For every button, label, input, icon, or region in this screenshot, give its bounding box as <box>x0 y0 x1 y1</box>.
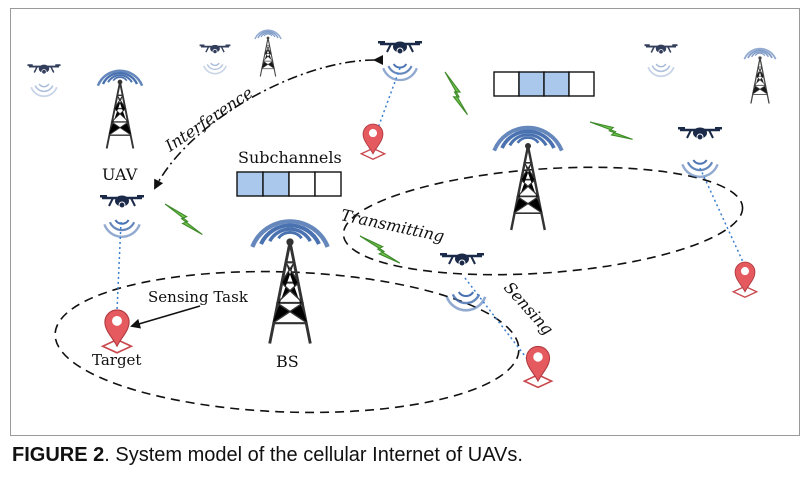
lightning-icon <box>589 120 634 142</box>
signal-waves-icon <box>647 63 675 78</box>
sensing-task-arrow <box>130 305 201 329</box>
sensing-region-ellipse <box>54 270 520 414</box>
sensing-task-label: Sensing Task <box>148 288 249 306</box>
figure-caption: FIGURE 2. System model of the cellular I… <box>12 444 802 476</box>
bs-tower-icon <box>268 236 312 345</box>
lightning-icon <box>432 71 481 116</box>
background-drone-icon <box>643 43 679 55</box>
location-pin-icon <box>523 345 553 389</box>
uav-label: UAV <box>102 165 138 184</box>
drone-target-link <box>699 167 744 263</box>
subchannels-grid-center <box>236 171 342 197</box>
background-drone-icon <box>26 63 62 75</box>
figure-number: FIGURE 2 <box>12 444 105 466</box>
background-tower-icon <box>750 55 770 105</box>
lightning-icon <box>356 235 404 264</box>
signal-waves-icon <box>203 62 227 75</box>
signal-waves-icon <box>382 62 418 82</box>
signal-waves-icon <box>30 83 58 98</box>
drone-target-link <box>464 277 529 361</box>
background-tower-icon <box>259 36 277 78</box>
tower-icon <box>510 141 546 232</box>
tower-icon <box>105 78 135 150</box>
drone-icon <box>98 193 146 210</box>
caption-text: . System model of the cellular Internet … <box>104 444 523 466</box>
interference-label: Interference <box>161 83 257 156</box>
subchannels-grid-right <box>493 71 595 97</box>
location-pin-icon <box>360 123 386 160</box>
background-drone-icon <box>198 43 232 55</box>
signal-waves-icon <box>445 290 487 312</box>
drone-icon <box>676 125 724 142</box>
target-pin-icon <box>101 309 133 354</box>
drone-icon <box>438 251 486 268</box>
drone-target-link <box>377 67 401 129</box>
location-pin-icon <box>732 261 758 298</box>
transmission-region-ellipse <box>342 166 744 276</box>
lightning-icon <box>159 203 209 236</box>
transmitting-label: Transmitting <box>339 205 446 245</box>
bs-label: BS <box>276 352 299 371</box>
target-label: Target <box>92 351 141 369</box>
drone-icon <box>376 39 424 56</box>
subchannels-label: Subchannels <box>238 148 342 167</box>
system-model-diagram: UAV Subchannels Interference Transmittin… <box>26 29 777 414</box>
signal-waves-icon <box>103 218 141 238</box>
